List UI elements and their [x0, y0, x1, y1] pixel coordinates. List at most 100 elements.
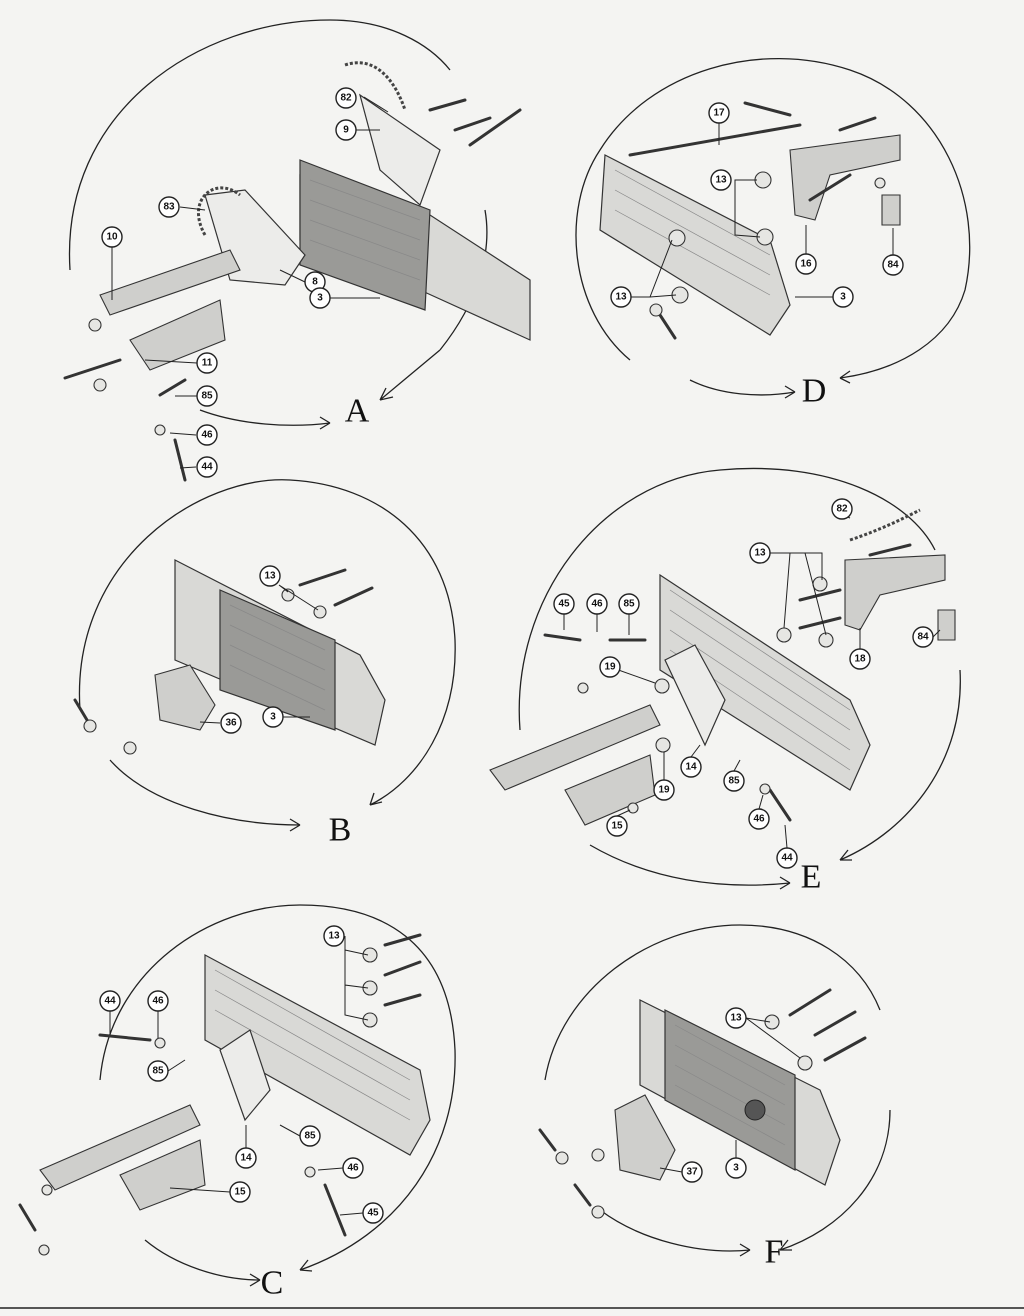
svg-text:13: 13 [328, 931, 340, 942]
view-c-callout-3: 46 [147, 990, 169, 1012]
view-a-callout-10: 44 [196, 456, 218, 478]
view-b-callout-2: 36 [220, 712, 242, 734]
view-d-callout-5: 13 [610, 286, 632, 308]
view-d-bracket-16 [789, 134, 901, 221]
view-d-callout-4: 84 [882, 254, 904, 276]
view-f: 13 37 3 F [538, 924, 891, 1271]
view-c-callout-6: 85 [299, 1125, 321, 1147]
svg-text:83: 83 [163, 202, 175, 213]
view-a-callout-1: 82 [335, 87, 357, 109]
view-b-arc [78, 479, 456, 806]
svg-text:85: 85 [201, 391, 213, 402]
view-e-callout-6: 19 [599, 656, 621, 678]
svg-text:82: 82 [836, 504, 848, 515]
view-f-pad [664, 1009, 796, 1172]
view-e-callout-13: 46 [748, 808, 770, 830]
view-e-callout-10: 19 [653, 779, 675, 801]
view-d-label: D [802, 373, 827, 410]
view-e-callout-8: 84 [912, 626, 934, 648]
view-c-plate-14 [219, 1029, 271, 1122]
svg-text:85: 85 [304, 1131, 316, 1142]
view-e-callout-5: 85 [618, 593, 640, 615]
svg-text:14: 14 [240, 1153, 252, 1164]
view-e-callout-2: 13 [749, 542, 771, 564]
view-e-callout-11: 85 [723, 770, 745, 792]
svg-text:3: 3 [317, 293, 323, 304]
view-c-arc [99, 904, 456, 1272]
view-d-arc [575, 58, 971, 384]
view-a-callout-9: 46 [196, 424, 218, 446]
svg-text:46: 46 [152, 996, 164, 1007]
view-d: 17 13 16 84 13 3 D [575, 58, 971, 410]
view-c-label: C [261, 1265, 284, 1302]
svg-text:46: 46 [347, 1163, 359, 1174]
view-f-callout-1: 13 [725, 1007, 747, 1029]
view-f-callout-2: 37 [681, 1161, 703, 1183]
view-e-frame-15 [489, 704, 661, 791]
view-e-label: E [801, 859, 822, 896]
svg-text:8: 8 [312, 277, 318, 288]
view-a-bracket [99, 249, 241, 316]
svg-text:44: 44 [104, 996, 116, 1007]
view-a-callout-7: 11 [196, 352, 218, 374]
view-d-clamp-84 [881, 194, 901, 226]
svg-text:3: 3 [733, 1163, 739, 1174]
view-d-callout-3: 16 [795, 253, 817, 275]
view-e-callout-1: 82 [831, 498, 853, 520]
view-d-callout-1: 17 [708, 102, 730, 124]
view-a-callout-6: 3 [309, 287, 331, 309]
view-b: 13 36 3 B [73, 479, 456, 849]
view-e-callout-9: 14 [680, 756, 702, 778]
svg-text:19: 19 [604, 662, 616, 673]
svg-text:13: 13 [264, 571, 276, 582]
svg-text:44: 44 [781, 853, 793, 864]
view-a: 82 9 83 10 8 3 11 85 46 44 A [63, 19, 531, 482]
view-c-callout-9: 45 [362, 1202, 384, 1224]
view-e-plate-14 [664, 644, 726, 747]
svg-text:45: 45 [367, 1208, 379, 1219]
view-f-arc [544, 924, 881, 1081]
view-c: 13 44 46 85 14 85 15 46 45 C [18, 904, 456, 1302]
view-f-callout-3: 3 [725, 1157, 747, 1179]
svg-text:17: 17 [713, 108, 725, 119]
svg-text:11: 11 [202, 358, 213, 369]
svg-text:14: 14 [685, 762, 697, 773]
svg-text:13: 13 [730, 1013, 742, 1024]
view-b-callout-1: 13 [259, 565, 281, 587]
view-a-label: A [345, 393, 370, 430]
view-c-callout-8: 46 [342, 1157, 364, 1179]
svg-text:13: 13 [715, 175, 727, 186]
view-e-clamp-84 [937, 609, 956, 641]
view-f-bolt-hole [744, 1099, 766, 1121]
view-e-callout-3: 45 [553, 593, 575, 615]
svg-text:85: 85 [623, 599, 635, 610]
view-f-label: F [765, 1234, 784, 1271]
svg-text:85: 85 [728, 776, 740, 787]
view-c-callout-5: 14 [235, 1147, 257, 1169]
view-e-arc [518, 467, 936, 731]
svg-text:45: 45 [558, 599, 570, 610]
svg-text:13: 13 [754, 548, 766, 559]
view-c-callout-7: 15 [229, 1181, 251, 1203]
view-d-callout-6: 3 [832, 286, 854, 308]
svg-text:19: 19 [658, 785, 670, 796]
view-c-callout-4: 85 [147, 1060, 169, 1082]
view-d-callout-2: 13 [710, 169, 732, 191]
view-e-callout-12: 15 [606, 815, 628, 837]
svg-text:46: 46 [201, 430, 213, 441]
svg-text:82: 82 [340, 93, 352, 104]
svg-text:84: 84 [917, 632, 929, 643]
view-e-callout-7: 18 [849, 648, 871, 670]
view-a-callout-3: 83 [158, 196, 180, 218]
svg-text:16: 16 [800, 259, 812, 270]
view-f-bracket-37 [614, 1094, 676, 1181]
svg-text:85: 85 [152, 1066, 164, 1077]
svg-text:46: 46 [591, 599, 603, 610]
view-a-plate-9 [359, 93, 441, 207]
view-c-callout-2: 44 [99, 990, 121, 1012]
view-a-callout-8: 85 [196, 385, 218, 407]
view-e-callout-14: 44 [776, 847, 798, 869]
svg-text:9: 9 [343, 125, 349, 136]
view-a-callout-4: 10 [101, 226, 123, 248]
